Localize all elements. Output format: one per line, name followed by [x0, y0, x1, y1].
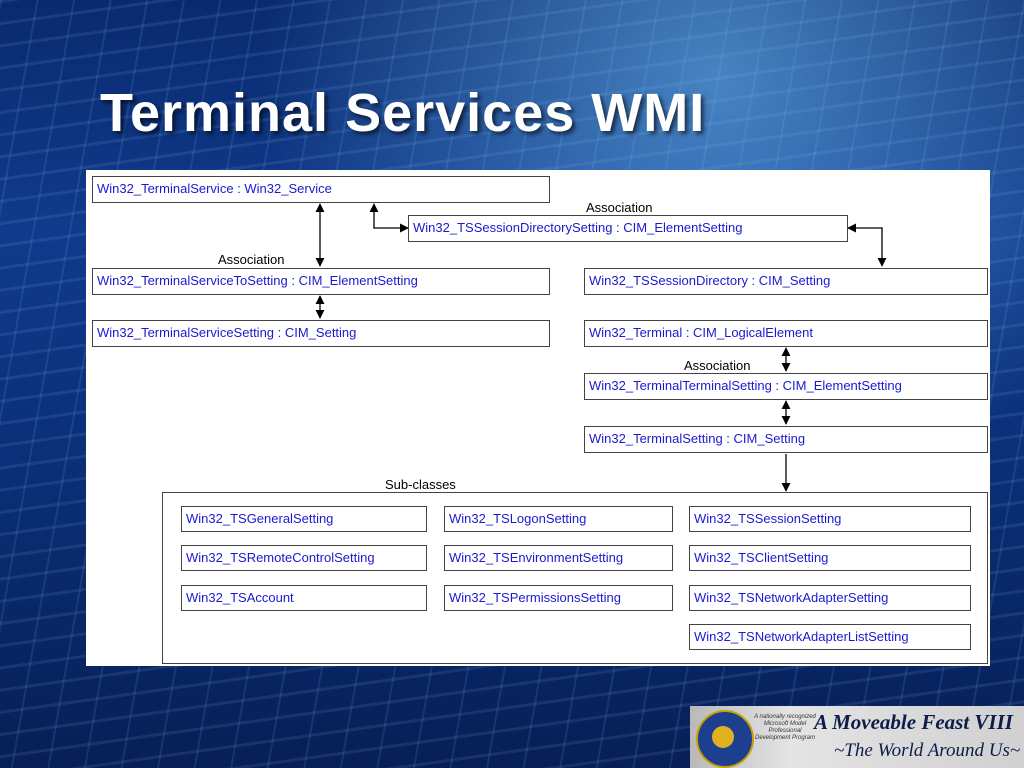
subclass-node: Win32_TSLogonSetting: [444, 506, 673, 532]
logo-title: A Moveable Feast VIII: [814, 710, 1013, 734]
node-terminal-service-setting: Win32_TerminalServiceSetting : CIM_Setti…: [92, 320, 550, 347]
subclass-node: Win32_TSNetworkAdapterListSetting: [689, 624, 971, 650]
subclass-node: Win32_TSNetworkAdapterSetting: [689, 585, 971, 611]
slide-title: Terminal Services WMI: [100, 83, 706, 143]
subclass-node: Win32_TSPermissionsSetting: [444, 585, 673, 611]
subclass-node: Win32_TSGeneralSetting: [181, 506, 427, 532]
node-ts-session-directory-setting: Win32_TSSessionDirectorySetting : CIM_El…: [408, 215, 848, 242]
emblem-caption: A nationally recognized Microsoft Model …: [754, 714, 816, 741]
connector-lines: [315, 203, 887, 492]
connector-sessiondirsetting-to-sessiondir: [847, 223, 887, 267]
node-terminal-service-to-setting: Win32_TerminalServiceToSetting : CIM_Ele…: [92, 268, 550, 295]
connector-ts-to-sessiondirsetting: [369, 203, 409, 233]
association-label: Association: [218, 252, 285, 267]
subclass-node: Win32_TSRemoteControlSetting: [181, 545, 427, 571]
subclass-node: Win32_TSAccount: [181, 585, 427, 611]
subclass-node: Win32_TSEnvironmentSetting: [444, 545, 673, 571]
subclasses-label: Sub-classes: [385, 477, 456, 492]
node-terminal-service: Win32_TerminalService : Win32_Service: [92, 176, 550, 203]
node-terminal-setting: Win32_TerminalSetting : CIM_Setting: [584, 426, 988, 453]
wmi-class-diagram: Association Association Association Sub-…: [86, 170, 990, 666]
logo-subtitle: ~The World Around Us~: [834, 740, 1021, 761]
emblem-center-icon: [712, 726, 734, 748]
subclass-node: Win32_TSSessionSetting: [689, 506, 971, 532]
association-label: Association: [586, 200, 653, 215]
association-label: Association: [684, 358, 751, 373]
event-logo: A nationally recognized Microsoft Model …: [690, 706, 1024, 768]
node-ts-session-directory: Win32_TSSessionDirectory : CIM_Setting: [584, 268, 988, 295]
feast-emblem-icon: [696, 710, 754, 768]
node-terminal: Win32_Terminal : CIM_LogicalElement: [584, 320, 988, 347]
node-terminal-terminal-setting: Win32_TerminalTerminalSetting : CIM_Elem…: [584, 373, 988, 400]
subclass-node: Win32_TSClientSetting: [689, 545, 971, 571]
subclasses-frame: [162, 492, 988, 664]
